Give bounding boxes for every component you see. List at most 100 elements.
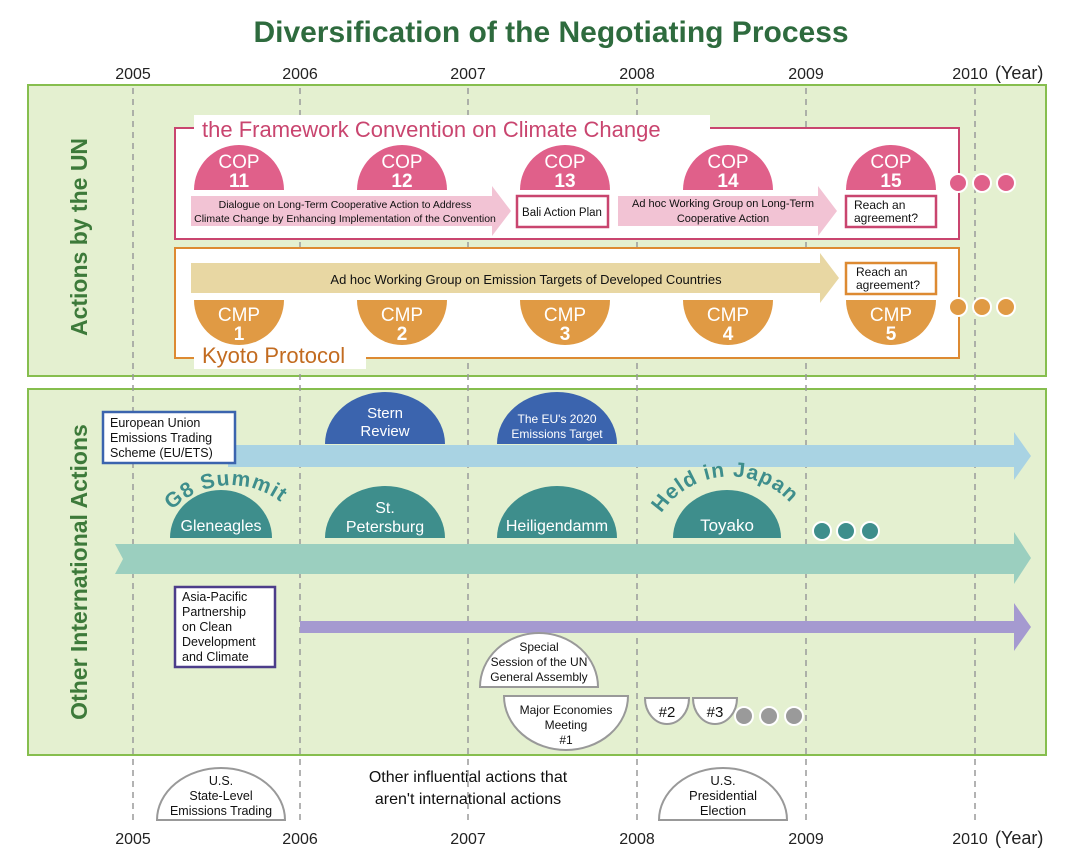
cop-number: 14 [717, 171, 739, 192]
cmp-continuation-dots [948, 297, 1016, 317]
cmp-number: 2 [397, 324, 408, 345]
cop-title: COP [870, 152, 911, 173]
app-line: Development [182, 635, 256, 649]
summit-toyako [673, 490, 781, 538]
unga-line: Special [519, 640, 558, 654]
g8-continuation-dots [812, 521, 880, 541]
us-state-line: U.S. [209, 774, 233, 788]
cop-row: COP 11 COP 12 COP 13 COP 14 COP 15 [194, 145, 936, 192]
awg-lca-line2: Cooperative Action [677, 213, 769, 225]
cmp-title: CMP [870, 305, 912, 326]
top-year-axis: 2005 2006 2007 2008 2009 2010 (Year) [115, 63, 1043, 83]
unga-session-dome [478, 632, 600, 688]
bali-label: Bali Action Plan [522, 207, 602, 219]
year-label: 2006 [282, 66, 318, 83]
cmp5-agreement-box [844, 261, 938, 296]
cmp-row: CMP 1 CMP 2 CMP 3 CMP 4 CMP 5 [194, 300, 936, 345]
eu2020-line1: The EU's 2020 [517, 412, 596, 426]
year-label: 2007 [450, 831, 486, 848]
cop-title: COP [381, 152, 422, 173]
cop-title: COP [218, 152, 259, 173]
cmp-2: CMP 2 [357, 300, 447, 345]
bottom-note-line1: Other influential actions that [369, 769, 568, 786]
cop-number: 15 [880, 171, 902, 192]
mem-2-dome [643, 697, 691, 725]
dialogue-arrow [191, 186, 511, 236]
cop-15: COP 15 [846, 145, 936, 192]
summit-label: Gleneagles [181, 518, 262, 535]
g8-summit-arrow [115, 532, 1031, 584]
cmp5-agreement-line1: Reach an [856, 265, 907, 279]
year-label: 2009 [788, 66, 824, 83]
mem-continuation-dots [734, 706, 804, 726]
cop-number: 11 [229, 171, 250, 192]
year-label: 2010 [952, 66, 988, 83]
cop15-agreement-box [844, 194, 938, 229]
summit-heiligendamm [497, 486, 617, 538]
us-state-line: State-Level [189, 789, 252, 803]
summit-label: St. [375, 500, 395, 517]
summit-st-petersburg [325, 486, 445, 538]
cmp-number: 4 [723, 324, 734, 345]
cop-continuation-dots [948, 173, 1016, 193]
awg-lca-arrow [618, 186, 837, 236]
un-side-label: Actions by the UN [66, 138, 92, 336]
year-label: 2006 [282, 831, 318, 848]
euets-box [101, 410, 237, 465]
other-side-label: Other International Actions [66, 424, 92, 720]
stern-line1: Stern [367, 405, 403, 422]
cop-title: COP [544, 152, 585, 173]
euets-arrow [228, 432, 1031, 480]
cop15-agreement-line2: agreement? [854, 211, 918, 225]
cmp-title: CMP [218, 305, 260, 326]
mem-1-dome [502, 695, 630, 751]
app-line: and Climate [182, 650, 249, 664]
euets-line3: Scheme (EU/ETS) [110, 446, 213, 460]
cop-14: COP 14 [683, 145, 773, 192]
us-election-line: Election [700, 803, 746, 818]
cmp-4: CMP 4 [683, 300, 773, 345]
year-label: 2008 [619, 66, 655, 83]
summit-label: Toyako [700, 516, 754, 535]
year-label: 2007 [450, 66, 486, 83]
awg-lca-line1: Ad hoc Working Group on Long-Term [632, 198, 814, 210]
mem-3-label: #3 [707, 704, 724, 721]
us-election-line: U.S. [710, 773, 735, 788]
app-line: Asia-Pacific [182, 590, 247, 604]
eu2020-line2: Emissions Target [511, 427, 603, 441]
mem-2-label: #2 [659, 704, 676, 721]
cop-title: COP [707, 152, 748, 173]
awg-kp-label: Ad hoc Working Group on Emission Targets… [330, 272, 722, 287]
stern-line2: Review [360, 423, 409, 440]
cop-13: COP 13 [520, 145, 610, 192]
year-label: 2008 [619, 831, 655, 848]
fccc-label-bg [194, 115, 710, 141]
eu2020-dome [497, 392, 617, 444]
app-line: Partnership [182, 605, 246, 619]
unga-line: Session of the UN [491, 655, 588, 669]
mem-3-dome [691, 697, 739, 725]
cmp-title: CMP [544, 305, 586, 326]
fccc-label: the Framework Convention on Climate Chan… [202, 117, 661, 142]
us-state-trading-dome [155, 767, 287, 821]
cmp-number: 5 [886, 324, 897, 345]
cmp-5: CMP 5 [846, 300, 936, 345]
cop-number: 13 [554, 171, 575, 192]
cmp-title: CMP [381, 305, 423, 326]
cmp-title: CMP [707, 305, 749, 326]
kyoto-label-bg [194, 343, 366, 369]
year-label: 2005 [115, 831, 151, 848]
unga-line: General Assembly [490, 670, 587, 684]
year-unit: (Year) [995, 828, 1043, 848]
year-label: 2005 [115, 66, 151, 83]
cop-number: 12 [391, 171, 412, 192]
dialogue-label-line2: Climate Change by Enhancing Implementati… [194, 213, 496, 225]
app-arrow [300, 603, 1031, 651]
cop-11: COP 11 [194, 145, 284, 192]
app-line: on Clean [182, 620, 232, 634]
euets-line2: Emissions Trading [110, 431, 212, 445]
euets-line1: European Union [110, 416, 200, 430]
cmp-1: CMP 1 [194, 300, 284, 345]
